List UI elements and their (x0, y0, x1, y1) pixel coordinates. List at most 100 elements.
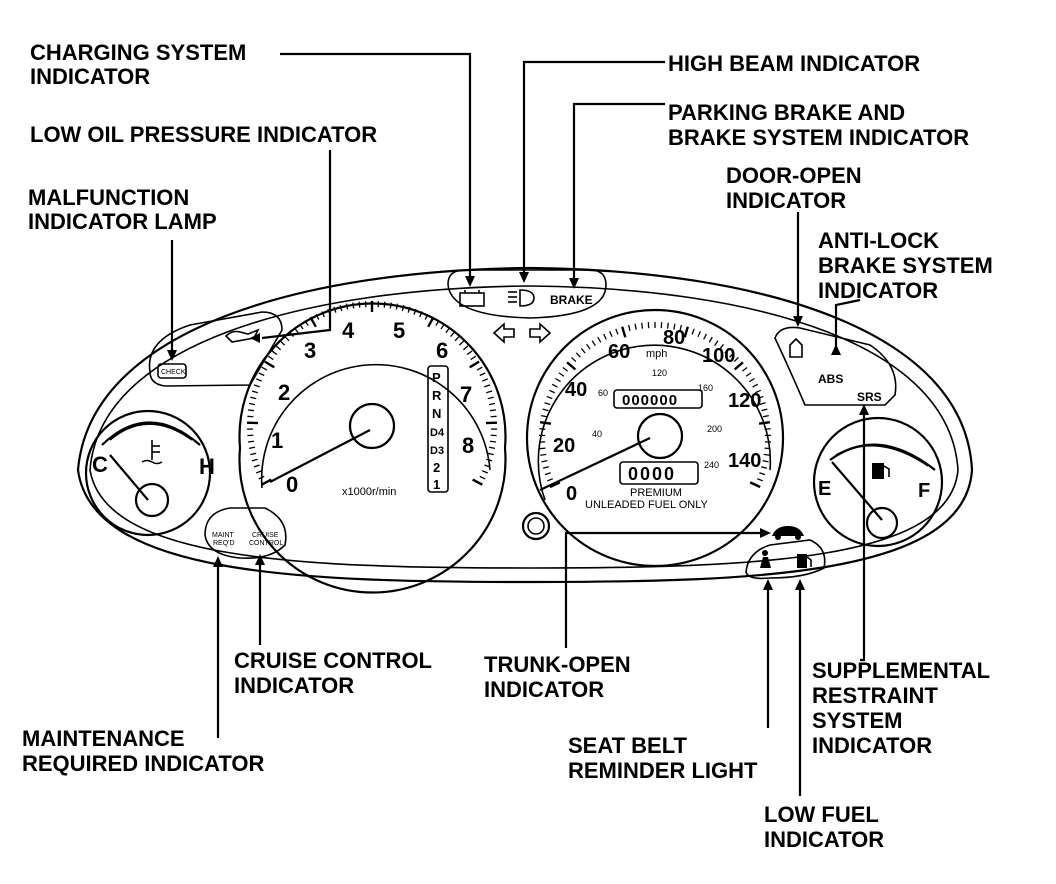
speed-tick (591, 340, 596, 346)
speed-tick (615, 328, 619, 335)
speed-tick (555, 377, 561, 383)
speed-tick (758, 420, 771, 425)
tach-tick (462, 345, 469, 351)
tach-tick (440, 323, 445, 330)
left-turn-signal-icon (492, 322, 515, 344)
speed-tick (764, 447, 771, 450)
trunk-open-icon (772, 526, 804, 540)
charging-system-icon (459, 290, 485, 307)
right-indicator-pod (774, 326, 897, 406)
tach-tick (258, 475, 265, 480)
speed-tick (666, 322, 669, 329)
tach-tick (255, 470, 262, 474)
speed-tick (761, 408, 768, 412)
speed-tick (759, 402, 766, 406)
tach-tick (479, 475, 486, 480)
label-trunk-open: TRUNK-OPEN INDICATOR (484, 652, 637, 702)
tach-tick (395, 303, 399, 310)
speed-unit: mph (646, 348, 667, 360)
speed-num-60: 60 (608, 341, 630, 363)
gear-1: 1 (433, 477, 440, 492)
leader-lines (167, 52, 869, 796)
tach-tick (489, 440, 497, 443)
gear-p: P (432, 370, 441, 385)
speed-tick (627, 324, 631, 332)
speed-tick (733, 356, 739, 363)
tach-tick (489, 409, 497, 412)
speed-tick (762, 414, 769, 418)
gear-position-indicator: P R N D4 D3 2 1 (427, 365, 449, 493)
tach-num-2: 2 (278, 380, 290, 405)
brake-label: BRAKE (550, 293, 593, 307)
gear-r: R (432, 388, 442, 403)
speed-tick (708, 336, 713, 343)
gear-d3: D3 (430, 445, 444, 457)
tach-tick (488, 446, 496, 449)
tach-tick (413, 308, 417, 315)
speed-tick (754, 389, 762, 394)
seat-belt-icon (760, 550, 771, 568)
tach-tick (253, 464, 260, 468)
speed-tick (544, 402, 551, 406)
label-seat-belt: SEAT BELT REMINDER LIGHT (568, 733, 758, 783)
fuel-note-unleaded: UNLEADED FUEL ONLY (585, 499, 709, 511)
fuel-note-premium: PREMIUM (630, 487, 682, 499)
speed-tick (745, 372, 752, 377)
speed-tick (724, 347, 730, 354)
tach-num-8: 8 (462, 433, 474, 458)
tach-tick (466, 350, 473, 356)
speed-num-40: 40 (565, 379, 587, 401)
speedometer: 0 20 40 60 80 100 120 140 40 60 120 160 … (525, 308, 785, 568)
cruise-label-1: CRUISE (252, 532, 279, 539)
tach-num-0: 0 (286, 472, 298, 497)
tach-tick (253, 384, 260, 388)
tach-tick (470, 355, 477, 361)
cluster-housing (76, 266, 974, 584)
label-parking-brake: PARKING BRAKE AND BRAKE SYSTEM INDICATOR (668, 100, 969, 150)
low-fuel-icon (797, 554, 812, 568)
speed-tick (714, 340, 719, 346)
tach-tick (248, 402, 256, 406)
gear-n: N (432, 406, 441, 421)
speed-tick (558, 372, 565, 377)
tach-tick (488, 402, 496, 406)
tach-tick (339, 304, 343, 312)
tach-tick (299, 323, 304, 330)
tach-tick (250, 452, 257, 456)
speed-tick (759, 472, 766, 476)
speed-tick (549, 481, 561, 489)
tach-tick (469, 360, 480, 369)
top-indicator-pod (447, 269, 607, 319)
coolant-temp-icon (141, 440, 163, 465)
tach-tick (482, 470, 489, 474)
tach-tick (247, 409, 255, 412)
speed-tick (691, 328, 695, 335)
label-door-open: DOOR-OPEN INDICATOR (726, 163, 868, 213)
tach-tick (267, 355, 274, 361)
speed-tick (752, 383, 759, 388)
tach-num-3: 3 (304, 338, 316, 363)
low-oil-pressure-icon (224, 328, 260, 343)
speed-tick (541, 414, 548, 418)
tach-tick (258, 372, 265, 377)
maint-label-1: MAINT (212, 532, 235, 539)
tach-tick (487, 396, 494, 400)
speed-tick (741, 366, 748, 372)
tach-tick (279, 340, 286, 346)
tach-tick (450, 331, 455, 338)
label-low-oil-pressure: LOW OIL PRESSURE INDICATOR (30, 122, 377, 147)
tachometer-ticks (247, 301, 497, 486)
speed-tick (541, 459, 548, 463)
kmh-num-200: 200 (707, 424, 722, 434)
label-maintenance-required: MAINTENANCE REQUIRED INDICATOR (22, 726, 265, 776)
tach-tick (479, 372, 486, 377)
tach-tick (358, 301, 361, 308)
label-low-fuel: LOW FUEL INDICATOR (764, 802, 885, 852)
speed-tick (540, 453, 547, 456)
tach-tick (435, 320, 440, 326)
door-open-icon (789, 337, 803, 358)
odometer: 000000 (622, 392, 678, 409)
callout-labels: CHARGING SYSTEM INDICATOR LOW OIL PRESSU… (22, 40, 993, 852)
right-turn-signal-icon (529, 322, 552, 344)
tach-tick (458, 340, 465, 346)
